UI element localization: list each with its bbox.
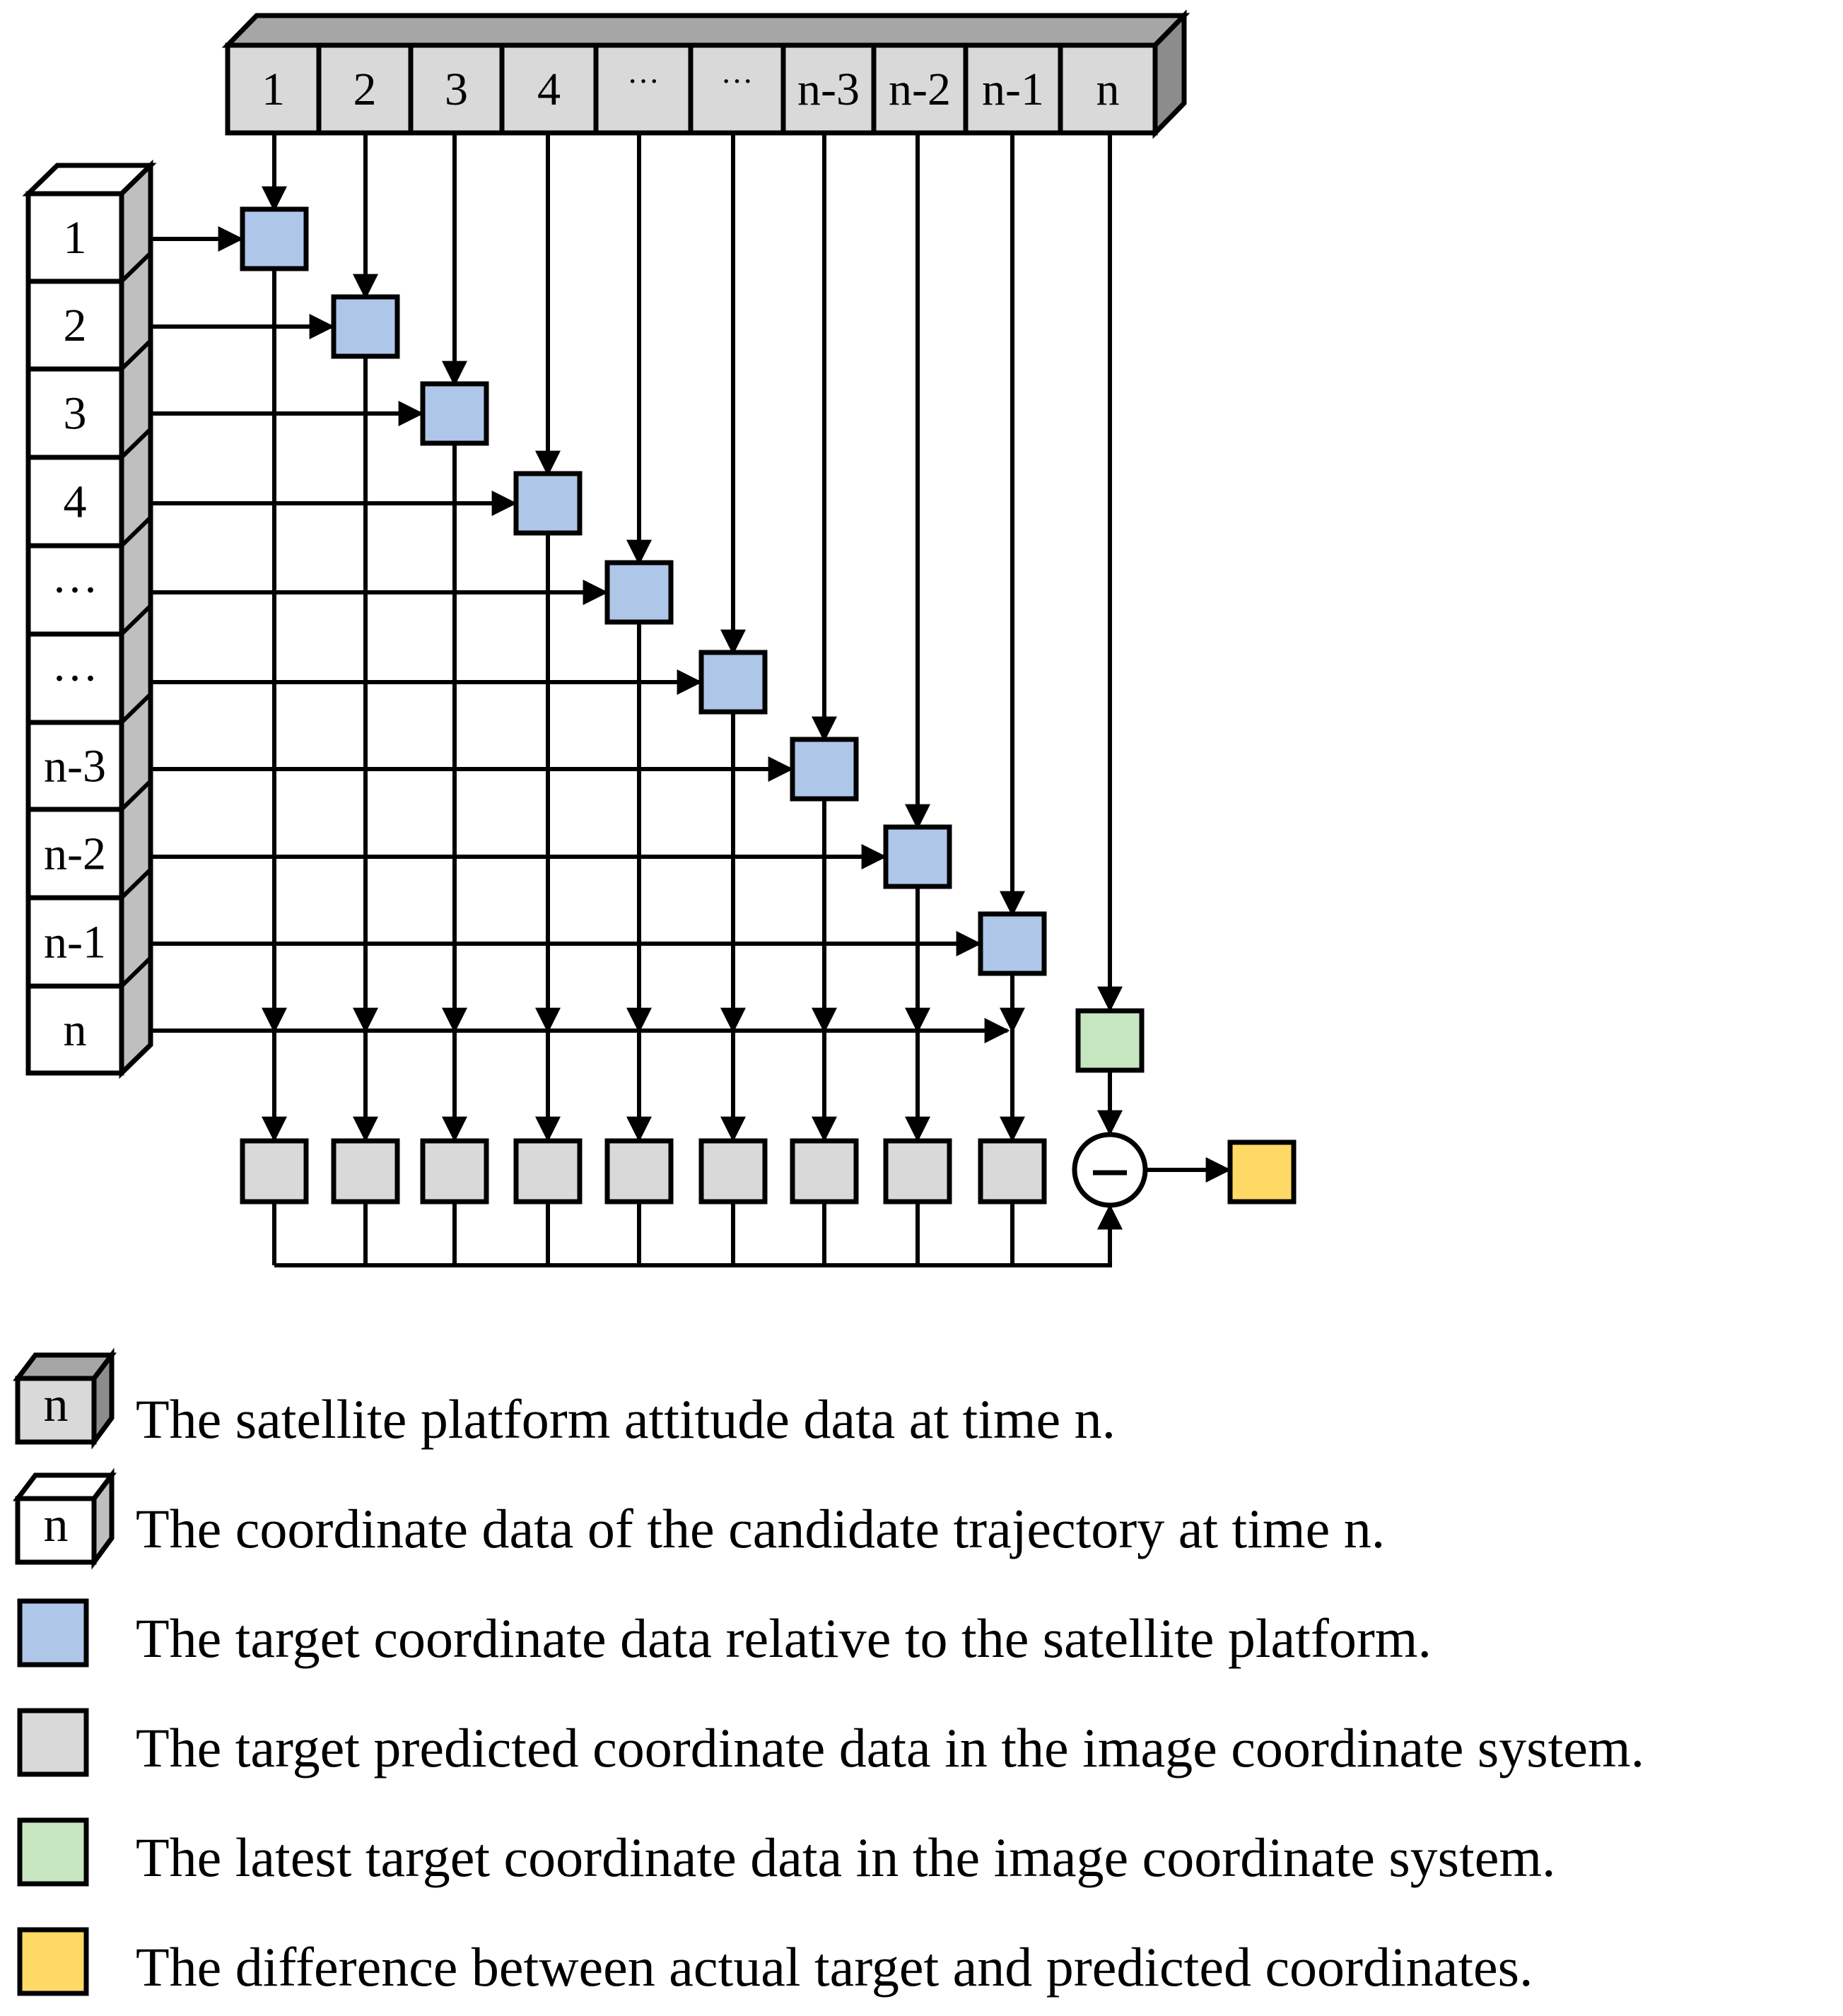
legend-attitude-cube-label: n [44,1378,69,1432]
legend-green-swatch [17,1817,89,1887]
top-row-dividers [316,45,1063,133]
legend-trajectory-cube: n [12,1467,117,1570]
relative-coordinate-boxes [240,206,1047,976]
left-column-side-divider [119,427,153,459]
left-column-side-divider [119,515,153,548]
predicted-coordinate-box-2 [331,1138,400,1205]
latest-coordinate-box [1075,1008,1145,1073]
legend-attitude-cube: n [12,1347,117,1450]
connection-lines [151,133,1231,1267]
predicted-coordinate-box-7 [790,1138,859,1205]
predicted-coordinate-box-3 [420,1138,489,1205]
top-cell-label-4: 4 [537,64,561,115]
left-column-side-divider [119,779,153,811]
predicted-coordinate-box-8 [883,1138,952,1205]
predicted-coordinate-box-9 [978,1138,1047,1205]
top-row-top-face [221,13,1190,48]
left-cell-label-1: 1 [64,212,87,264]
legend: n n The satellite platform attitude data… [12,1347,1644,1998]
legend-yellow-swatch [17,1927,89,1996]
legend-text-attitude: The satellite platform attitude data at … [136,1388,1116,1450]
relative-coordinate-box-9 [978,911,1047,976]
left-cell-label-6: ··· [52,653,98,705]
legend-text-relative: The target coordinate data relative to t… [136,1607,1432,1669]
left-trajectory-column: 1 2 3 4 ··· ··· n-3 n-2 n-1 n [22,159,157,1079]
top-cell-label-9: n-1 [982,64,1044,115]
relative-coordinate-box-7 [790,737,859,802]
relative-coordinate-box-8 [883,824,952,889]
subtraction-operator [1072,1132,1148,1208]
subtraction-circle [1072,1132,1148,1208]
left-cell-label-7: n-3 [44,741,106,792]
predicted-coordinate-box-4 [513,1138,583,1205]
top-cell-label-7: n-3 [797,64,860,115]
top-cell-label-8: n-2 [889,64,951,115]
top-cell-label-5: ··· [627,63,660,99]
left-cell-label-9: n-1 [44,917,106,968]
left-column-dividers [28,251,153,989]
left-column-side-divider [119,251,153,283]
predicted-coordinate-box-1 [240,1138,309,1205]
top-cell-label-1: 1 [262,64,285,115]
top-attitude-row: 1 2 3 4 ··· ··· n-3 n-2 n-1 n [221,9,1190,139]
left-cell-label-2: 2 [64,300,87,351]
difference-box [1227,1139,1297,1205]
relative-coordinate-box-2 [331,294,400,359]
legend-text-predicted: The target predicted coordinate data in … [136,1717,1644,1778]
top-cell-label-10: n [1096,64,1120,115]
legend-text-trajectory: The coordinate data of the candidate tra… [136,1498,1385,1559]
top-row-labels: 1 2 3 4 ··· ··· n-3 n-2 n-1 n [262,63,1120,115]
top-cell-label-3: 3 [445,64,468,115]
predicted-coordinate-box-6 [698,1138,768,1205]
left-cell-label-5: ··· [52,565,98,616]
left-column-side-divider [119,956,153,988]
left-column-side-divider [119,604,153,636]
relative-coordinate-box-3 [420,381,489,446]
left-cell-label-10: n [64,1004,87,1056]
left-cell-label-3: 3 [64,388,87,440]
relative-coordinate-box-1 [240,206,309,271]
left-cell-label-4: 4 [64,476,87,528]
left-cell-label-8: n-2 [44,828,106,880]
left-column-side-divider [119,339,153,371]
legend-text-latest: The latest target coordinate data in the… [136,1827,1556,1888]
relative-coordinate-box-4 [513,471,583,536]
top-cell-label-6: ··· [721,63,754,99]
left-column-labels: 1 2 3 4 ··· ··· n-3 n-2 n-1 n [44,212,106,1056]
left-column-side-divider [119,692,153,725]
legend-gray-swatch [17,1708,89,1777]
legend-text-difference: The difference between actual target and… [136,1936,1533,1998]
top-cell-label-2: 2 [353,64,377,115]
predicted-coordinate-box-5 [604,1138,674,1205]
relative-coordinate-box-6 [698,650,768,715]
predicted-coordinate-boxes [240,1138,1047,1205]
relative-coordinate-box-5 [604,560,674,625]
legend-blue-swatch [17,1598,89,1668]
legend-trajectory-cube-label: n [44,1498,69,1552]
left-column-side-divider [119,867,153,900]
